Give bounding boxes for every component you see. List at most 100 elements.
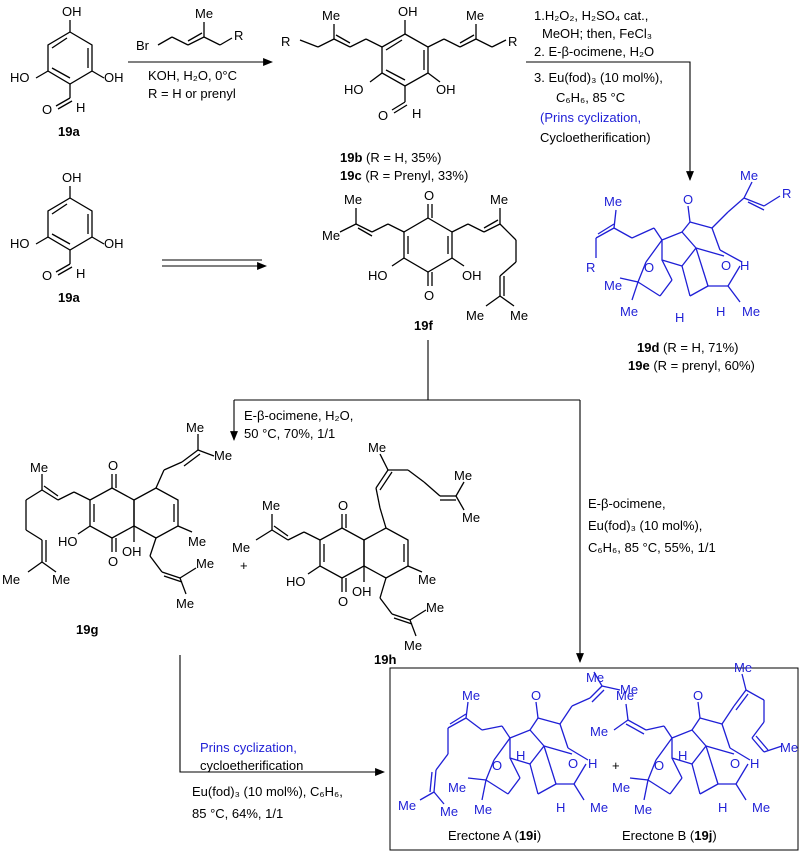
cond-a2-line5: C₆H₆, 85 °C: [556, 90, 625, 105]
compound-19b-19c: OH HO OH O H R R Me Me 19b (R = H, 35%) …: [281, 4, 517, 183]
cond-a6-line3: Eu(fod)₃ (10 mol%), C₆H₆,: [192, 784, 343, 799]
arrow-1: KOH, H₂O, 0°C R = H or prenyl: [128, 58, 273, 101]
r-right-19bc: R: [508, 34, 517, 49]
reagent-r: R: [234, 28, 243, 43]
me-prenyl2-19i: Me: [620, 682, 638, 697]
me-gem2-19j: Me: [634, 802, 652, 817]
me-prenyl2-19h: Me: [262, 498, 280, 513]
o-ether-19i: O: [568, 756, 578, 771]
me-term1-19j: Me: [780, 740, 798, 755]
oh-19h: OH: [352, 584, 372, 599]
oh-19f: OH: [462, 268, 482, 283]
structure-19a: [35, 20, 105, 110]
me-vinyl-19j: Me: [752, 800, 770, 815]
oh-19bc: OH: [436, 82, 456, 97]
arrow-2: 1.H₂O₂, H₂SO₄ cat., MeOH; then, FeCl₃ 2.…: [526, 8, 694, 181]
cond-a5-line1: E-β-ocimene,: [588, 496, 666, 511]
me-ring-19g: Me: [188, 534, 206, 549]
me-gem1-19j: Me: [612, 780, 630, 795]
r-left-19de: R: [586, 260, 595, 275]
arrow-6: Prins cyclization, cycloetherification E…: [179, 655, 385, 821]
o-ether-19j: O: [730, 756, 740, 771]
arrow-5: E-β-ocimene, Eu(fod)₃ (10 mol%), C₆H₆, 8…: [576, 400, 716, 663]
me-prenyl3-19g: Me: [196, 556, 214, 571]
arrow-4: E-β-ocimene, H₂O, 50 °C, 70%, 1/1: [230, 340, 580, 441]
me-prenyl3-19h: Me: [426, 600, 444, 615]
structure-19d-19e: [595, 181, 781, 303]
o-ketone-19j: O: [693, 688, 703, 703]
caption-19j: Erectone B (19j): [622, 828, 717, 843]
me-prenyl2-19j: Me: [590, 724, 608, 739]
cond-a6-line2: cycloetherification: [200, 758, 303, 773]
cond-a2-line1: 1.H₂O₂, H₂SO₄ cat.,: [534, 8, 648, 23]
me-5-19f: Me: [510, 308, 528, 323]
h-19de: H: [740, 258, 749, 273]
structure-19f: [339, 204, 517, 307]
me-term1-19i: Me: [398, 798, 416, 813]
oh-top-19a-2: OH: [62, 170, 82, 185]
caption-19e: 19e (R = prenyl, 60%): [628, 358, 755, 373]
me-term2-19i: Me: [440, 804, 458, 819]
plus-sign-1: +: [240, 558, 248, 573]
h-bridge2-19de: H: [716, 304, 725, 319]
me-chain-19g: Me: [30, 460, 48, 475]
me-term2-19h: Me: [462, 510, 480, 525]
me-4-19f: Me: [466, 308, 484, 323]
cond-a2-line6: (Prins cyclization,: [540, 110, 641, 125]
aldehyde-o-19a-2: O: [42, 268, 52, 283]
me-chain-19h: Me: [368, 440, 386, 455]
compound-19i: O O O H H H Me Me Me Me Me Me Me Me Erec…: [398, 670, 638, 843]
arrow-3: [162, 259, 267, 270]
o-top-19f: O: [424, 188, 434, 203]
me-ring-19h: Me: [418, 572, 436, 587]
cond-a1-line1: KOH, H₂O, 0°C: [148, 68, 237, 83]
oh-19g: OH: [122, 544, 142, 559]
h-bridge-19j: H: [678, 748, 687, 763]
label-19a-2: 19a: [58, 290, 80, 305]
plus-sign-2: +: [612, 758, 620, 773]
aldehyde-h-19a-2: H: [76, 266, 85, 281]
caption-19c: 19c (R = Prenyl, 33%): [340, 168, 468, 183]
me-gem2-19i: Me: [474, 802, 492, 817]
me-prenyl4-19g: Me: [176, 596, 194, 611]
ho-19h: HO: [286, 574, 306, 589]
o-furan-19i: O: [492, 758, 502, 773]
compound-19j: O O O H H H Me Me Me Me Me Me Me Erecton…: [590, 660, 798, 843]
o-furan-19j: O: [654, 758, 664, 773]
oh-top-19bc: OH: [398, 4, 418, 19]
ho-19g: HO: [58, 534, 78, 549]
r-left-19bc: R: [281, 34, 290, 49]
cond-a2-line7: Cycloetherification): [540, 130, 651, 145]
label-19h: 19h: [374, 652, 396, 667]
me-prenyl1-19j: Me: [616, 688, 634, 703]
label-19g: 19g: [76, 622, 98, 637]
structure-19i: [419, 671, 621, 805]
structure-19h: [255, 453, 465, 637]
o-bottom-19h: O: [338, 594, 348, 609]
compound-19a-middle: OH HO OH O H 19a: [10, 170, 124, 305]
h-19j: H: [750, 756, 759, 771]
aldehyde-o-19a: O: [42, 102, 52, 117]
ho-left-19a: HO: [10, 70, 30, 85]
h-bridge2-19j: H: [718, 800, 727, 815]
h-19bc: H: [412, 106, 421, 121]
o-furan-19de: O: [644, 260, 654, 275]
oh-right-19a-2: OH: [104, 236, 124, 251]
me-3-19f: Me: [490, 192, 508, 207]
o-ether-19de: O: [721, 258, 731, 273]
structure-19j: [613, 673, 783, 801]
me-prenyl1-19h: Me: [232, 540, 250, 555]
cond-a2-line4: 3. Eu(fod)₃ (10 mol%),: [534, 70, 663, 85]
compound-19f: O O HO OH Me Me Me Me Me 19f: [322, 188, 528, 333]
me-prenyl4-19h: Me: [404, 638, 422, 653]
h-19i: H: [588, 756, 597, 771]
caption-19i: Erectone A (19i): [448, 828, 541, 843]
ho-left-19a-2: HO: [10, 236, 30, 251]
cond-a1-line2: R = H or prenyl: [148, 86, 236, 101]
cond-a6-line4: 85 °C, 64%, 1/1: [192, 806, 283, 821]
cond-a5-line2: Eu(fod)₃ (10 mol%),: [588, 518, 702, 533]
cond-a2-line3: 2. E-β-ocimene, H₂O: [534, 44, 654, 59]
r-right-19de: R: [782, 186, 791, 201]
reagent-me: Me: [195, 6, 213, 21]
